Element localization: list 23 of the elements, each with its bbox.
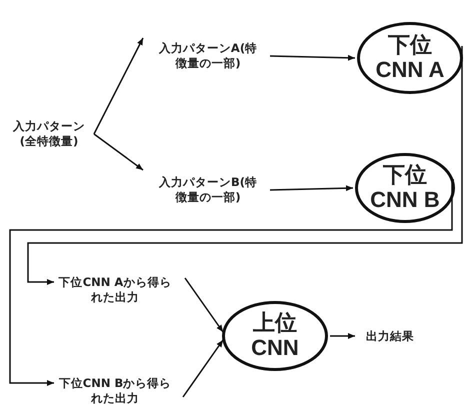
- network-level: 下位: [388, 34, 432, 58]
- network-ellipse: [357, 22, 463, 94]
- arrow: [27, 45, 463, 285]
- network-level: 下位: [383, 164, 427, 188]
- arrow: [182, 340, 224, 398]
- network-ellipse: [355, 153, 455, 223]
- arrow: [93, 38, 144, 134]
- arrow: [330, 333, 355, 339]
- label-text: 入力パターンB(特徴量の一部): [148, 170, 268, 210]
- arrow: [270, 54, 356, 61]
- arrow: [270, 185, 354, 192]
- network-name: CNN: [251, 336, 299, 360]
- label-text: 入力パターン(全特徴量): [6, 114, 92, 154]
- arrow: [94, 133, 144, 171]
- label-text: 入力パターンA(特徴量の一部): [148, 36, 268, 76]
- network-name: CNN B: [370, 188, 440, 212]
- network-name: CNN A: [376, 58, 444, 82]
- network-ellipse: [222, 301, 328, 371]
- label-text: 下位CNN Aから得られた出力: [52, 272, 178, 308]
- label-text: 出力結果: [357, 326, 423, 346]
- label-text: 下位CNN Bから得られた出力: [52, 373, 178, 409]
- network-level: 上位: [253, 312, 297, 336]
- arrow: [184, 278, 224, 332]
